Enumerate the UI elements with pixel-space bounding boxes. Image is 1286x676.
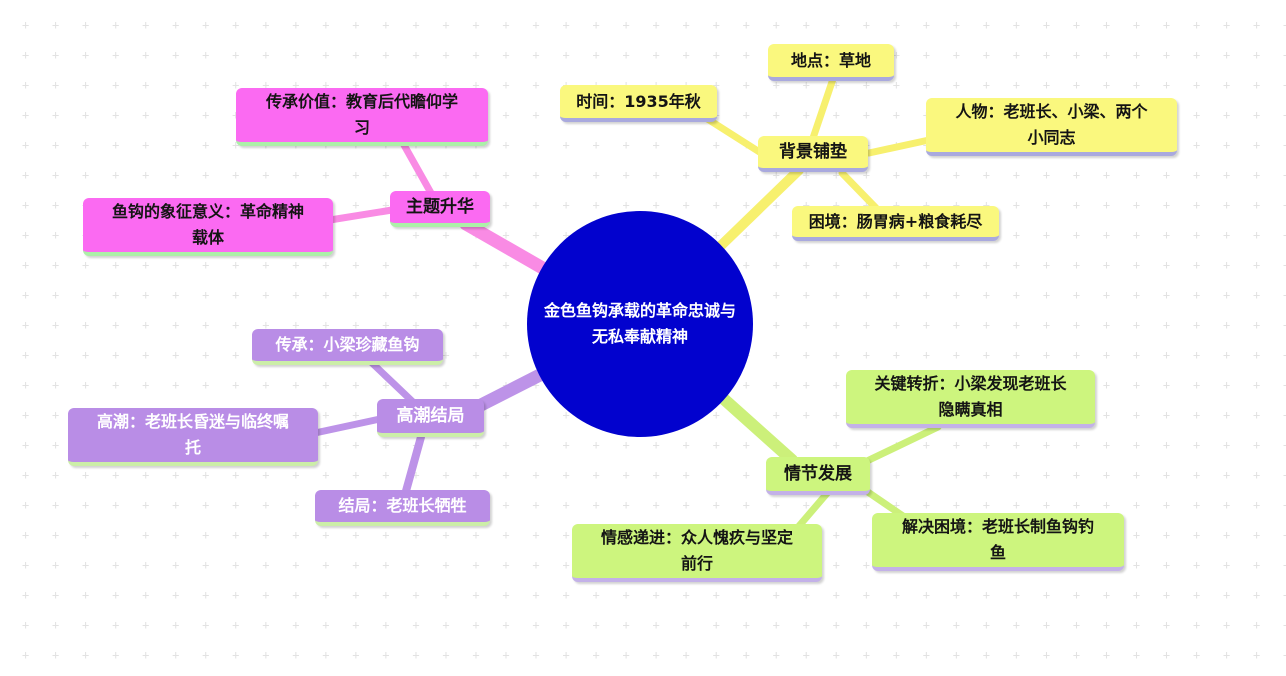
connector-theme-value	[400, 141, 435, 197]
connector-plot-turning	[863, 423, 942, 465]
branch-node-theme[interactable]: 主题升华	[390, 191, 490, 227]
connector-background-persons	[865, 136, 933, 157]
connector-climax-coma	[311, 415, 384, 437]
branch-node-climax[interactable]: 高潮结局	[377, 399, 484, 437]
central-topic-node[interactable]: 金色鱼钩承载的革命忠诚与无私奉献精神	[527, 211, 753, 437]
branch-node-plot[interactable]: 情节发展	[766, 457, 870, 495]
branch-node-background[interactable]: 背景铺垫	[758, 136, 868, 172]
child-node-inherit[interactable]: 传承：小梁珍藏鱼钩	[252, 329, 443, 365]
child-node-ending[interactable]: 结局：老班长牺牲	[315, 490, 490, 526]
child-node-persons[interactable]: 人物：老班长、小梁、两个小同志	[926, 98, 1177, 156]
connector-climax-ending	[402, 433, 425, 495]
child-node-time[interactable]: 时间：1935年秋	[560, 85, 717, 122]
child-node-symbolism[interactable]: 鱼钩的象征意义：革命精神载体	[83, 198, 333, 256]
connector-background-dilemma	[838, 169, 880, 212]
child-node-dilemma[interactable]: 困境：肠胃病+粮食耗尽	[792, 206, 999, 241]
connector-background-place	[808, 75, 837, 145]
child-node-place[interactable]: 地点：草地	[768, 44, 894, 81]
child-node-solve-dilemma[interactable]: 解决困境：老班长制鱼钩钓鱼	[872, 513, 1124, 571]
connector-plot-emotion	[795, 487, 833, 530]
child-node-coma[interactable]: 高潮：老班长昏迷与临终嘱托	[68, 408, 318, 466]
child-node-heritage-value[interactable]: 传承价值：教育后代瞻仰学习	[236, 88, 488, 146]
connector-plot-solve	[858, 484, 907, 520]
connector-theme-symbol	[326, 206, 396, 224]
connector-climax-inherit	[367, 358, 417, 406]
child-node-emotion[interactable]: 情感递进：众人愧疚与坚定前行	[572, 524, 822, 582]
child-node-turning-point[interactable]: 关键转折：小梁发现老班长隐瞒真相	[846, 370, 1095, 428]
